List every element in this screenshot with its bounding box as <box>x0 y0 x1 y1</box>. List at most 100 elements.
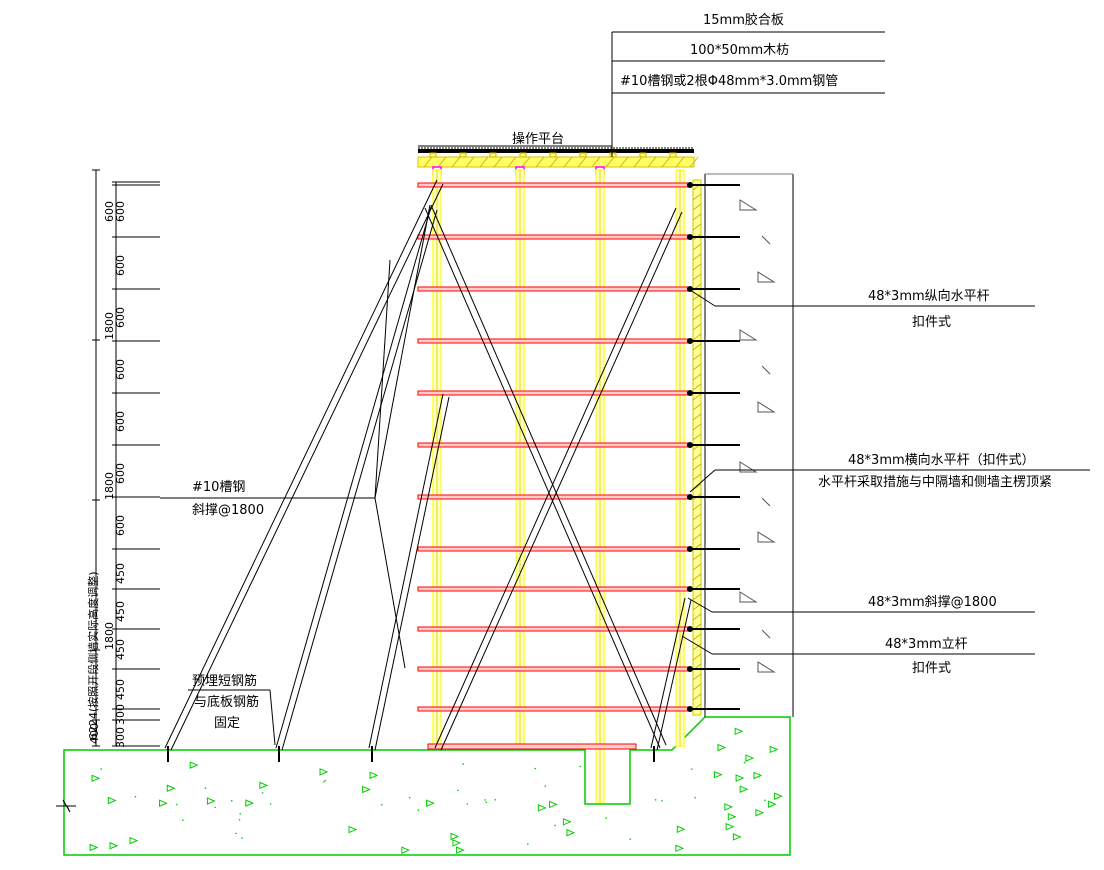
aggregate-mark <box>739 199 758 211</box>
timber-joist <box>579 152 587 158</box>
stipple-dot <box>408 796 411 799</box>
stipple-dot <box>134 795 137 798</box>
stipple-mark <box>348 825 358 834</box>
timber-joist <box>459 152 467 158</box>
strip-hatch <box>692 403 702 411</box>
strip-hatch <box>692 333 702 341</box>
stipple-dot <box>241 837 243 839</box>
callout-trans-bar-sub: 水平杆采取措施与中隔墙和侧墙主楞顶紧 <box>818 475 1052 490</box>
beam-hatch <box>619 156 629 168</box>
stipple-mark <box>206 797 216 805</box>
aggregate-mark <box>739 591 758 603</box>
callout-brace: 48*3mm斜撑@1800 <box>868 595 997 610</box>
dim-inner-14: 300 <box>114 727 127 748</box>
stipple-dot <box>485 801 488 804</box>
callout-timber: 100*50mm木枋 <box>690 42 789 58</box>
stipple-dot <box>764 799 766 802</box>
dim-inner-8: 600 <box>114 515 127 536</box>
strip-hatch <box>692 683 702 691</box>
beam-hatch <box>661 156 671 168</box>
beam-hatch <box>465 156 475 168</box>
beam-hatch <box>675 156 685 168</box>
horizontal-bar <box>417 626 691 632</box>
strip-hatch <box>692 263 702 271</box>
callout-rebar-2: 与底板钢筋 <box>194 694 259 710</box>
strip-hatch <box>692 213 702 221</box>
stipple-mark <box>166 784 176 793</box>
stipple-mark <box>319 768 329 776</box>
strip-hatch <box>692 523 702 531</box>
dim-inner-12: 450 <box>114 679 127 700</box>
stipple-dot <box>324 779 327 782</box>
strip-hatch <box>692 503 702 511</box>
stipple-dot <box>204 787 207 789</box>
strip-hatch <box>692 313 702 321</box>
strip-hatch <box>692 473 702 481</box>
stipple-mark <box>566 828 576 837</box>
timber-joist <box>669 152 677 158</box>
strip-hatch <box>692 413 702 421</box>
timber-joist <box>489 152 497 158</box>
stipple-mark <box>109 842 119 850</box>
dim-inner-10: 450 <box>114 601 127 622</box>
stipple-mark <box>91 774 101 783</box>
horizontal-bar <box>417 666 691 672</box>
stipple-dot <box>239 813 242 815</box>
stipple-dot <box>182 819 184 822</box>
strip-hatch <box>692 673 702 681</box>
strip-hatch <box>692 693 702 701</box>
strip-hatch <box>692 423 702 431</box>
timber-joist <box>609 152 617 158</box>
strip-hatch <box>692 193 702 201</box>
stipple-mark <box>767 800 777 808</box>
stipple-mark <box>401 846 411 854</box>
dim-total: 6224(按照开段侧墙实际高度调整) <box>86 571 100 740</box>
stipple-mark <box>159 799 168 807</box>
beam-hatch <box>647 156 657 168</box>
dim-outer-4: 400 <box>88 723 101 744</box>
stipple-dot <box>534 767 537 770</box>
strip-hatch <box>692 243 702 251</box>
stipple-dot <box>654 799 657 801</box>
stipple-mark <box>452 839 462 847</box>
beam-hatch <box>493 156 503 168</box>
dim-inner-labels: 600 600 600 600 600 600 600 600 450 450 … <box>103 201 127 748</box>
leader-lines <box>160 31 1090 746</box>
strip-hatch <box>692 363 702 371</box>
stipple-dot <box>380 803 383 806</box>
beam-hatch <box>689 156 699 168</box>
dim-outer-1: 1800 <box>103 312 116 340</box>
strip-hatch <box>692 203 702 211</box>
stipple-mark <box>549 800 558 809</box>
dim-inner-13: 300 <box>114 704 127 725</box>
strip-hatch <box>692 303 702 311</box>
aggregate-mark <box>761 629 771 639</box>
stipple-dot <box>462 763 464 765</box>
stipple-dot <box>269 803 272 805</box>
callout-channel-or-tube: #10槽钢或2根Φ48mm*3.0mm钢管 <box>620 74 838 89</box>
callout-trans-bar: 48*3mm横向水平杆（扣件式） <box>848 452 1035 468</box>
horizontal-bar <box>417 586 691 592</box>
aggregate-mark <box>739 461 758 473</box>
stipple-mark <box>369 771 379 780</box>
stipple-mark <box>753 771 763 780</box>
callout-channel-sub: 斜撑@1800 <box>192 503 264 518</box>
stipple-mark <box>456 846 465 854</box>
stipple-mark <box>735 774 745 782</box>
stipple-mark <box>676 825 686 834</box>
wall-hatch-marks <box>739 199 776 673</box>
stipple-mark <box>107 796 117 805</box>
stipple-dot <box>230 799 233 802</box>
timber-joist <box>429 152 437 158</box>
stipple-mark <box>129 836 139 845</box>
beam-hatch <box>521 156 531 168</box>
beam-hatch <box>549 156 559 168</box>
stipple-dot <box>466 803 469 805</box>
timber-joist <box>519 152 527 158</box>
beam-hatch <box>605 156 615 168</box>
dim-inner-7: 600 <box>114 463 127 484</box>
callout-platform: 操作平台 <box>512 131 564 147</box>
stipple-mark <box>732 833 742 841</box>
aggregate-mark <box>761 365 771 375</box>
